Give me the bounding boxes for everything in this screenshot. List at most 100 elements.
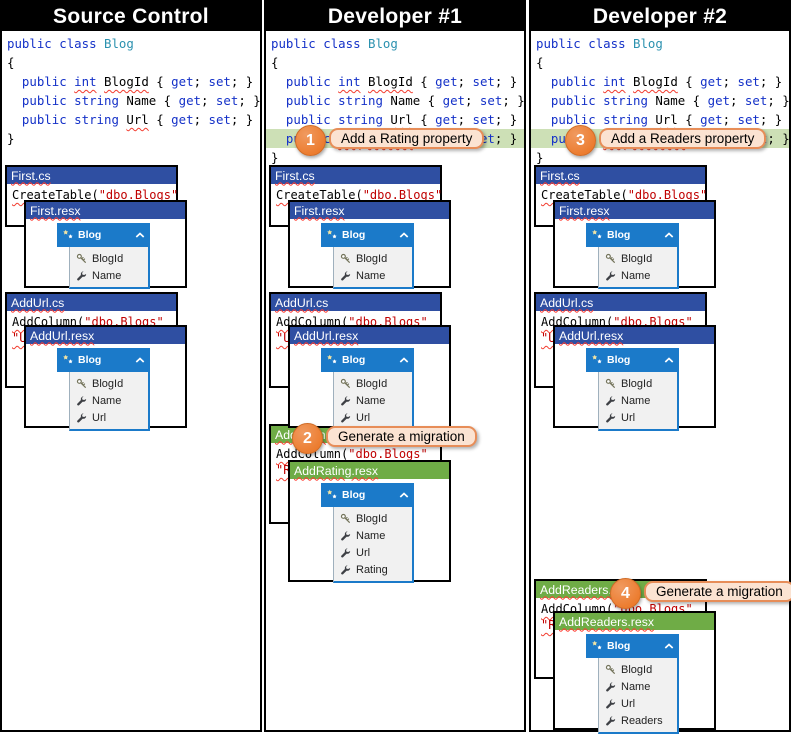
file-card-body: CreateTable("dbo.Blogs": [536, 184, 707, 203]
code-token: [536, 112, 551, 127]
code-token: public: [285, 112, 331, 127]
code-token: [7, 74, 22, 89]
code-token: Blog: [104, 36, 134, 51]
wrench-icon: [340, 412, 351, 423]
migration-code-line: CreateTable("dbo.Blogs": [12, 187, 178, 203]
chevron-up-icon[interactable]: [664, 232, 674, 238]
key-icon: [340, 513, 351, 524]
table-row: Name: [70, 392, 148, 409]
code-token: string: [74, 112, 119, 127]
code-token: Blog: [633, 36, 663, 51]
table-row: BlogId: [70, 250, 148, 267]
callout-3-label: Add a Readers property: [599, 128, 767, 149]
code-token: set: [744, 93, 768, 108]
property-name: Url: [356, 546, 371, 559]
property-name: BlogId: [356, 512, 388, 525]
code-token: public: [7, 36, 52, 51]
callout-1-label: Add a Rating property: [329, 128, 485, 149]
chevron-up-icon[interactable]: [135, 232, 145, 238]
code-token: set: [472, 112, 495, 127]
property-name: Url: [92, 411, 107, 424]
code-token: BlogId: [104, 74, 149, 89]
property-name: BlogId: [356, 252, 388, 265]
file-name: AddUrl.resx: [559, 328, 624, 343]
chevron-up-icon[interactable]: [399, 357, 409, 363]
table-row: BlogId: [599, 375, 677, 392]
table-row: Rating: [334, 561, 412, 578]
wrench-icon: [605, 715, 616, 726]
code-token: {: [148, 112, 172, 127]
entity-table-header[interactable]: Blog: [586, 634, 679, 658]
entity-table-header[interactable]: Blog: [321, 483, 414, 507]
code-line: public class Blog: [531, 34, 789, 53]
class-code-block: public class Blog { public int BlogId { …: [2, 34, 261, 148]
entity-table-header[interactable]: Blog: [57, 348, 150, 372]
code-token: ; }: [230, 74, 254, 89]
key-icon: [340, 378, 351, 389]
code-token: {: [677, 112, 701, 127]
property-name: Url: [356, 411, 371, 424]
entity-table-header[interactable]: Blog: [586, 223, 679, 247]
code-token: [7, 93, 22, 108]
file-name: AddUrl.cs: [275, 295, 329, 310]
chevron-up-icon[interactable]: [664, 357, 674, 363]
code-token: class: [588, 36, 626, 51]
code-token: }: [7, 131, 15, 146]
entity-icon: [62, 354, 74, 366]
chevron-up-icon[interactable]: [664, 643, 674, 649]
code-token: public: [21, 93, 67, 108]
table-row: BlogId: [334, 250, 412, 267]
table-row: BlogId: [599, 661, 677, 678]
code-line: {: [2, 53, 260, 72]
wrench-icon: [340, 395, 351, 406]
wrench-icon: [605, 270, 616, 281]
file-card-header: AddRating.resx: [290, 462, 449, 479]
entity-table-header[interactable]: Blog: [321, 348, 414, 372]
code-token: Blog: [368, 36, 398, 51]
code-token: ;: [722, 112, 738, 127]
property-name: Rating: [356, 563, 388, 576]
wrench-icon: [76, 412, 87, 423]
column-title: Developer #2: [592, 4, 728, 28]
chevron-up-icon[interactable]: [399, 492, 409, 498]
entity-table-header[interactable]: Blog: [321, 223, 414, 247]
code-token: get: [707, 93, 730, 108]
entity-table-title: Blog: [78, 229, 102, 241]
code-line: public string Name { get; set; }: [266, 91, 525, 110]
code-token: string: [603, 112, 648, 127]
table-row: BlogId: [334, 510, 412, 527]
code-token: get: [435, 112, 458, 127]
code-token: public: [21, 112, 67, 127]
code-token: ; }: [494, 74, 518, 89]
code-token: string: [338, 93, 383, 108]
entity-table-title: Blog: [607, 640, 631, 652]
code-token: [626, 74, 633, 89]
entity-table-header[interactable]: Blog: [57, 223, 150, 247]
entity-icon: [326, 489, 338, 501]
callout-2-label: Generate a migration: [326, 426, 477, 447]
code-token: set: [479, 93, 503, 108]
table-row: Readers: [599, 712, 677, 729]
code-token: {: [412, 112, 436, 127]
file-name: First.resx: [559, 203, 610, 218]
file-name: AddReaders.cs: [540, 582, 625, 597]
code-token: BlogId: [368, 74, 413, 89]
code-token: Name {: [647, 93, 708, 108]
property-name: BlogId: [621, 252, 653, 265]
chevron-up-icon[interactable]: [135, 357, 145, 363]
code-token: Url: [390, 112, 413, 127]
callout-1-number: 1: [295, 125, 326, 156]
key-icon: [76, 378, 87, 389]
entity-table-header[interactable]: Blog: [586, 348, 679, 372]
chevron-up-icon[interactable]: [399, 232, 409, 238]
code-token: set: [208, 112, 231, 127]
file-card-header: First.resx: [290, 202, 449, 219]
